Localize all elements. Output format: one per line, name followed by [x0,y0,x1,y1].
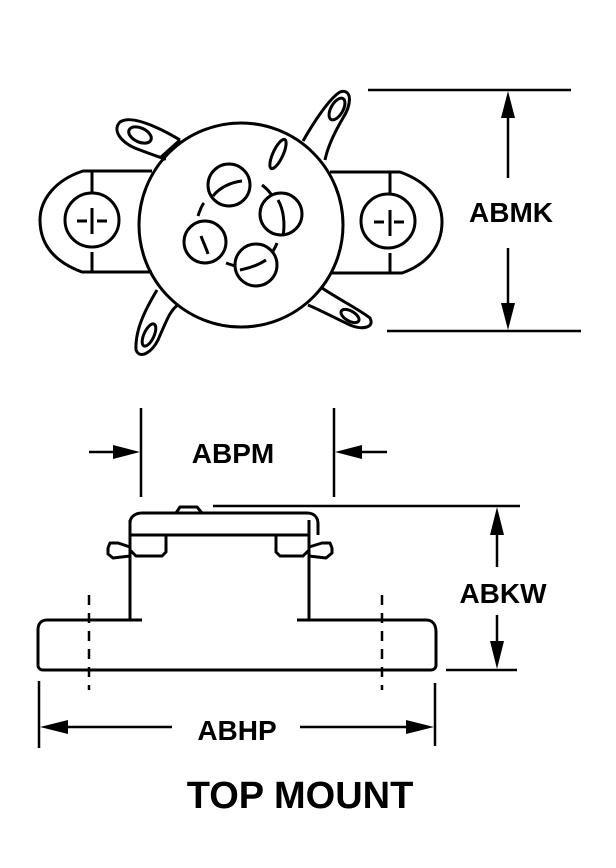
contact-pin [258,191,304,237]
keyway-slot [268,137,288,171]
dimension-abkw: ABKW [213,504,547,672]
drawing-title: TOP MOUNT [187,775,414,817]
contact-pins [182,162,304,288]
arrow-right-icon [113,445,140,459]
left-screw-hole-icon [63,191,121,249]
dimension-label-abmk: ABMK [469,197,553,228]
dimension-abpm: ABPM [89,408,387,497]
top-view [38,89,444,356]
arrow-up-icon [490,507,504,535]
dimension-label-abhp: ABHP [197,715,276,746]
arrow-up-icon [501,91,515,118]
arrow-down-icon [501,303,515,330]
contact-pin [182,219,228,265]
dimension-label-abpm: ABPM [192,438,274,469]
left-mounting-ear [38,169,152,274]
arrow-left-icon [335,445,362,459]
base-flange [36,618,438,672]
arrow-down-icon [490,641,504,669]
solder-lugs [115,89,373,356]
dimension-abhp: ABHP [37,681,437,748]
side-view [36,505,438,690]
arrow-left-icon [40,720,68,734]
right-mounting-ear [330,170,444,275]
socket-body [137,121,345,329]
dimension-label-abkw: ABKW [459,578,547,609]
key-bump [174,505,204,514]
right-screw-hole-icon [359,192,417,250]
contact-pin [206,162,252,208]
arrow-right-icon [406,720,434,734]
top-cap [128,511,320,535]
dimension-abmk: ABMK [368,88,581,333]
